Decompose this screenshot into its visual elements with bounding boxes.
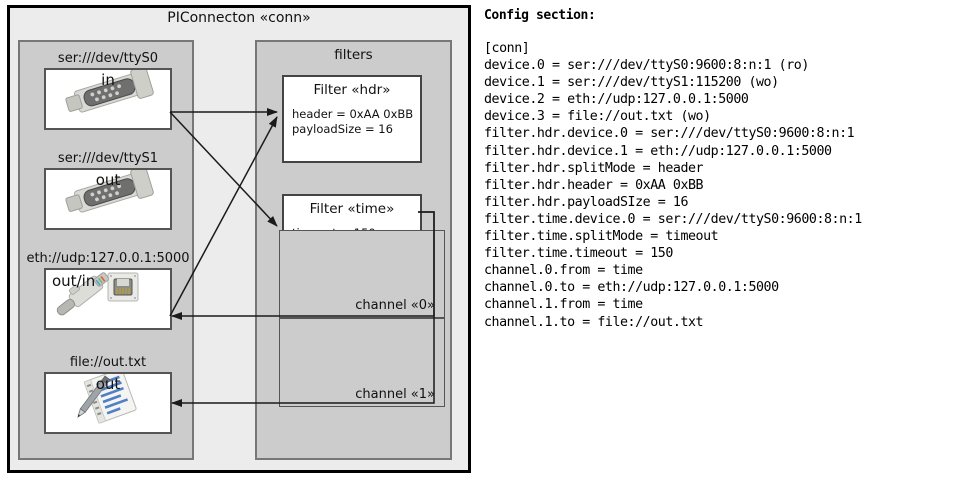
filter-prop: payloadSize = 16 [292, 122, 393, 136]
filter-title: Filter «time» [309, 201, 395, 217]
device-direction: in [101, 71, 115, 89]
channel-label: channel «1» [355, 387, 435, 402]
device-label: ser:///dev/ttyS1 [57, 151, 159, 166]
device-item-file[interactable]: file://out.txt out [20, 354, 196, 434]
device-label: eth://udp:127.0.0.1:5000 [26, 251, 190, 266]
ethernet-jack-icon [46, 270, 170, 328]
config-heading: Config section: [484, 8, 596, 23]
text-file-icon [46, 368, 170, 432]
channel-box-1[interactable]: channel «1» [279, 318, 445, 407]
filter-title: Filter «hdr» [313, 82, 391, 98]
page-title: PIConnecton «conn» [167, 10, 311, 26]
config-text: [conn] device.0 = ser:///dev/ttyS0:9600:… [484, 41, 862, 330]
filters-group: filters Filter «hdr» header = 0xAA 0xBB … [255, 40, 452, 460]
serial-port-icon [46, 165, 170, 228]
device-card[interactable]: out [44, 165, 172, 230]
device-item-serial1[interactable]: ser:///dev/ttyS1 out [20, 150, 196, 230]
device-card[interactable]: out [44, 368, 172, 434]
devices-group: ser:///dev/ttyS0 in [18, 40, 194, 460]
device-item-serial0[interactable]: ser:///dev/ttyS0 in [20, 50, 196, 130]
filters-group-title: filters [334, 47, 373, 63]
serial-port-icon [46, 65, 170, 128]
device-item-ethernet[interactable]: eth://udp:127.0.0.1:5000 out/in [20, 250, 196, 330]
channel-box-0[interactable]: channel «0» [279, 230, 445, 318]
config-panel: Config section: [conn] device.0 = ser://… [484, 8, 960, 380]
channel-label: channel «0» [355, 298, 435, 313]
device-direction: out [95, 171, 121, 189]
device-label: file://out.txt [69, 355, 147, 370]
device-card[interactable]: in [44, 65, 172, 130]
device-card[interactable]: out/in [44, 268, 172, 330]
device-direction: out [95, 375, 121, 393]
filter-prop: header = 0xAA 0xBB [292, 107, 414, 121]
device-direction: out/in [52, 272, 96, 290]
filter-card-hdr[interactable]: Filter «hdr» header = 0xAA 0xBB payloadS… [282, 75, 422, 163]
device-label: ser:///dev/ttyS0 [57, 51, 159, 66]
